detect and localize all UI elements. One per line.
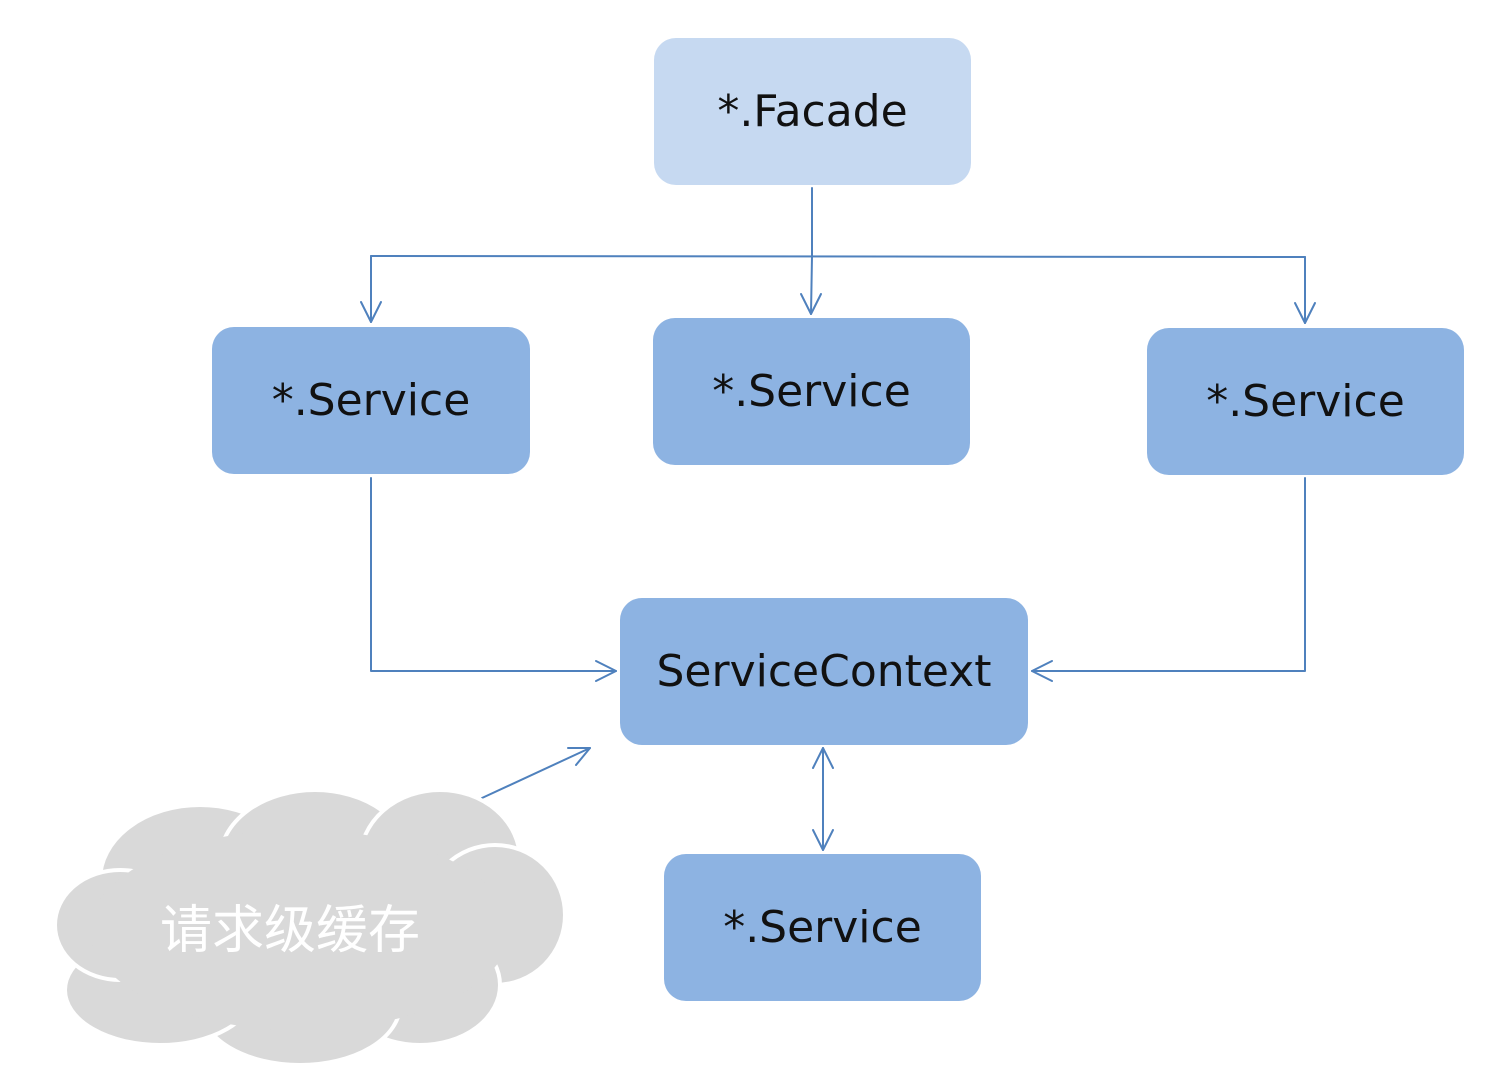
node-service-context: ServiceContext (620, 598, 1028, 745)
arrowhead-service-middle (800, 293, 822, 315)
arrowhead-cloud-to-context (567, 747, 591, 766)
arrowhead-service-bottom (812, 829, 834, 851)
connector-service-left-to-context (370, 477, 617, 672)
arrowhead-service-right (1294, 302, 1316, 324)
node-service-bottom: *.Service (664, 854, 981, 1001)
connector-service-right-to-context (1031, 477, 1306, 672)
node-service-middle: *.Service (653, 318, 970, 465)
node-service-left: *.Service (212, 327, 530, 474)
connector-cloud-to-context (481, 747, 591, 799)
connector-facade-to-service-middle (810, 255, 813, 315)
node-facade: *.Facade (654, 38, 971, 185)
node-service-middle-label: *.Service (712, 366, 911, 417)
node-service-left-label: *.Service (271, 375, 471, 426)
node-service-bottom-label: *.Service (723, 902, 922, 953)
node-service-right-label: *.Service (1206, 376, 1405, 427)
connector-facade-bus (370, 255, 1306, 258)
node-service-right: *.Service (1147, 328, 1464, 475)
arrowhead-service-left (360, 301, 382, 323)
node-service-context-label: ServiceContext (656, 646, 992, 697)
cloud-label: 请求级缓存 (159, 901, 420, 961)
node-facade-label: *.Facade (717, 86, 908, 137)
arrowhead-context-left (595, 660, 617, 682)
arrowhead-context-top (812, 747, 834, 769)
arrowhead-context-right (1031, 660, 1053, 682)
